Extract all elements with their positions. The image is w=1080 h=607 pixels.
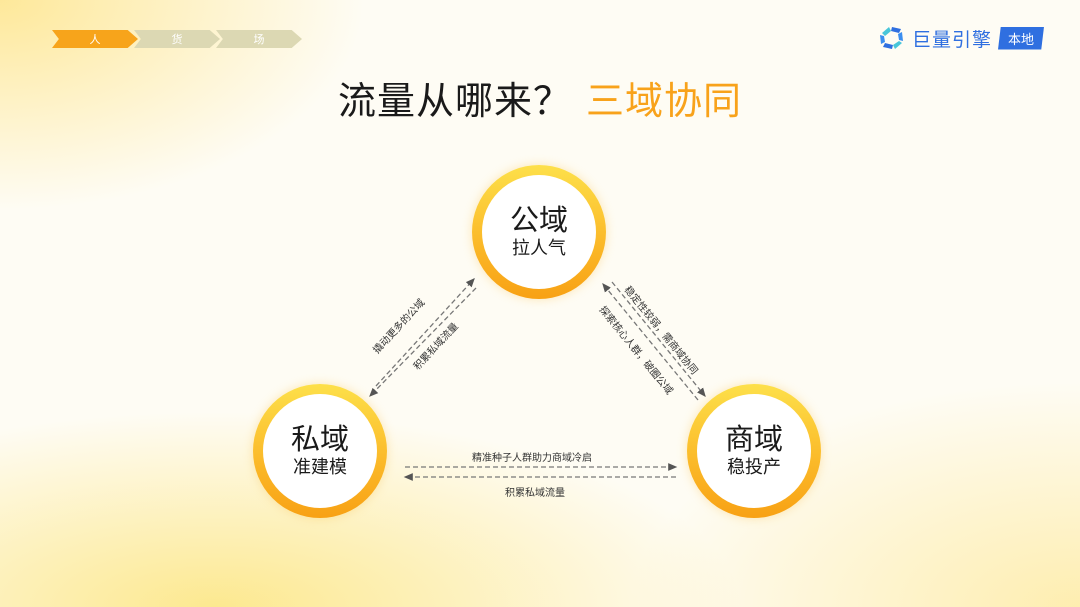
juliang-engine-logo-icon	[880, 27, 903, 49]
label-commerce-to-private: 积累私域流量	[505, 488, 565, 499]
arrow-public-to-commerce	[611, 281, 706, 398]
node-commerce-domain: 商域 稳投产	[687, 384, 821, 518]
node-public-domain: 公域 拉人气	[472, 165, 606, 299]
node-subtitle: 稳投产	[727, 457, 781, 478]
step-goods[interactable]: 货	[134, 30, 220, 48]
breadcrumb: 人 货 场	[52, 30, 302, 48]
step-people[interactable]: 人	[52, 30, 138, 48]
node-title: 商域	[724, 422, 783, 456]
node-title: 公域	[509, 203, 568, 237]
brand-logo: 巨量引擎 本地	[878, 24, 1045, 52]
page-title: 流量从哪来？ 三域协同	[0, 70, 1080, 125]
arrow-commerce-to-public	[602, 282, 699, 401]
title-highlight: 三域协同	[586, 79, 743, 123]
label-private-to-commerce: 精准种子人群助力商域冷启	[472, 453, 592, 464]
step-label: 场	[253, 33, 265, 46]
logo-text: 巨量引擎	[912, 28, 993, 51]
logo-badge: 本地	[998, 26, 1045, 50]
arrow-public-to-private	[369, 287, 477, 397]
node-subtitle: 拉人气	[512, 238, 566, 259]
node-title: 私域	[290, 422, 349, 456]
title-main: 流量从哪来？	[337, 79, 572, 123]
node-subtitle: 准建模	[293, 457, 347, 478]
arrow-private-to-public	[375, 278, 475, 387]
step-label: 货	[171, 33, 183, 46]
step-label: 人	[89, 33, 101, 46]
step-place[interactable]: 场	[216, 30, 302, 48]
node-private-domain: 私域 准建模	[253, 384, 387, 518]
